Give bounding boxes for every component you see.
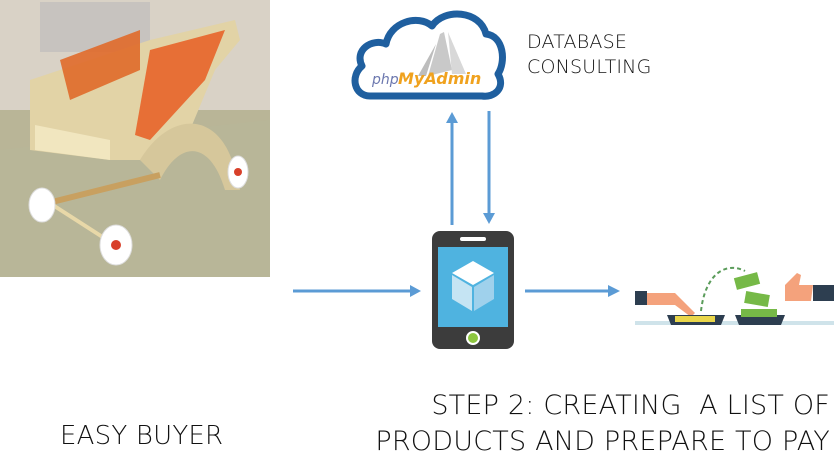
smartphone-cube-icon: [432, 231, 514, 349]
step-2-label: STEP 2: CREATING A LIST OF PRODUCTS AND …: [375, 388, 830, 460]
easy-buyer-cart-photo: [0, 0, 270, 277]
phpmyadmin-cloud-icon: php MyAdmin: [351, 10, 506, 100]
database-consulting-label: DATABASE CONSULTING: [527, 30, 652, 80]
database-label-line1: DATABASE: [527, 31, 628, 53]
step-label-line1: STEP 2: CREATING A LIST OF: [431, 390, 830, 421]
arrow-cart-to-phone: [293, 285, 421, 297]
arrow-phone-to-database: [446, 112, 458, 225]
php-logo-text: php: [371, 72, 399, 88]
database-label-line2: CONSULTING: [527, 56, 652, 78]
arrow-database-to-phone: [483, 111, 495, 224]
shopping-cart-illustration: [0, 0, 270, 277]
arrow-phone-to-payment: [525, 285, 620, 297]
myadmin-logo-text: MyAdmin: [398, 69, 481, 88]
easy-buyer-label: EASY BUYER: [60, 421, 224, 451]
mobile-payment-icon: [635, 266, 834, 325]
step-label-line2: PRODUCTS AND PREPARE TO PAY: [375, 426, 830, 457]
